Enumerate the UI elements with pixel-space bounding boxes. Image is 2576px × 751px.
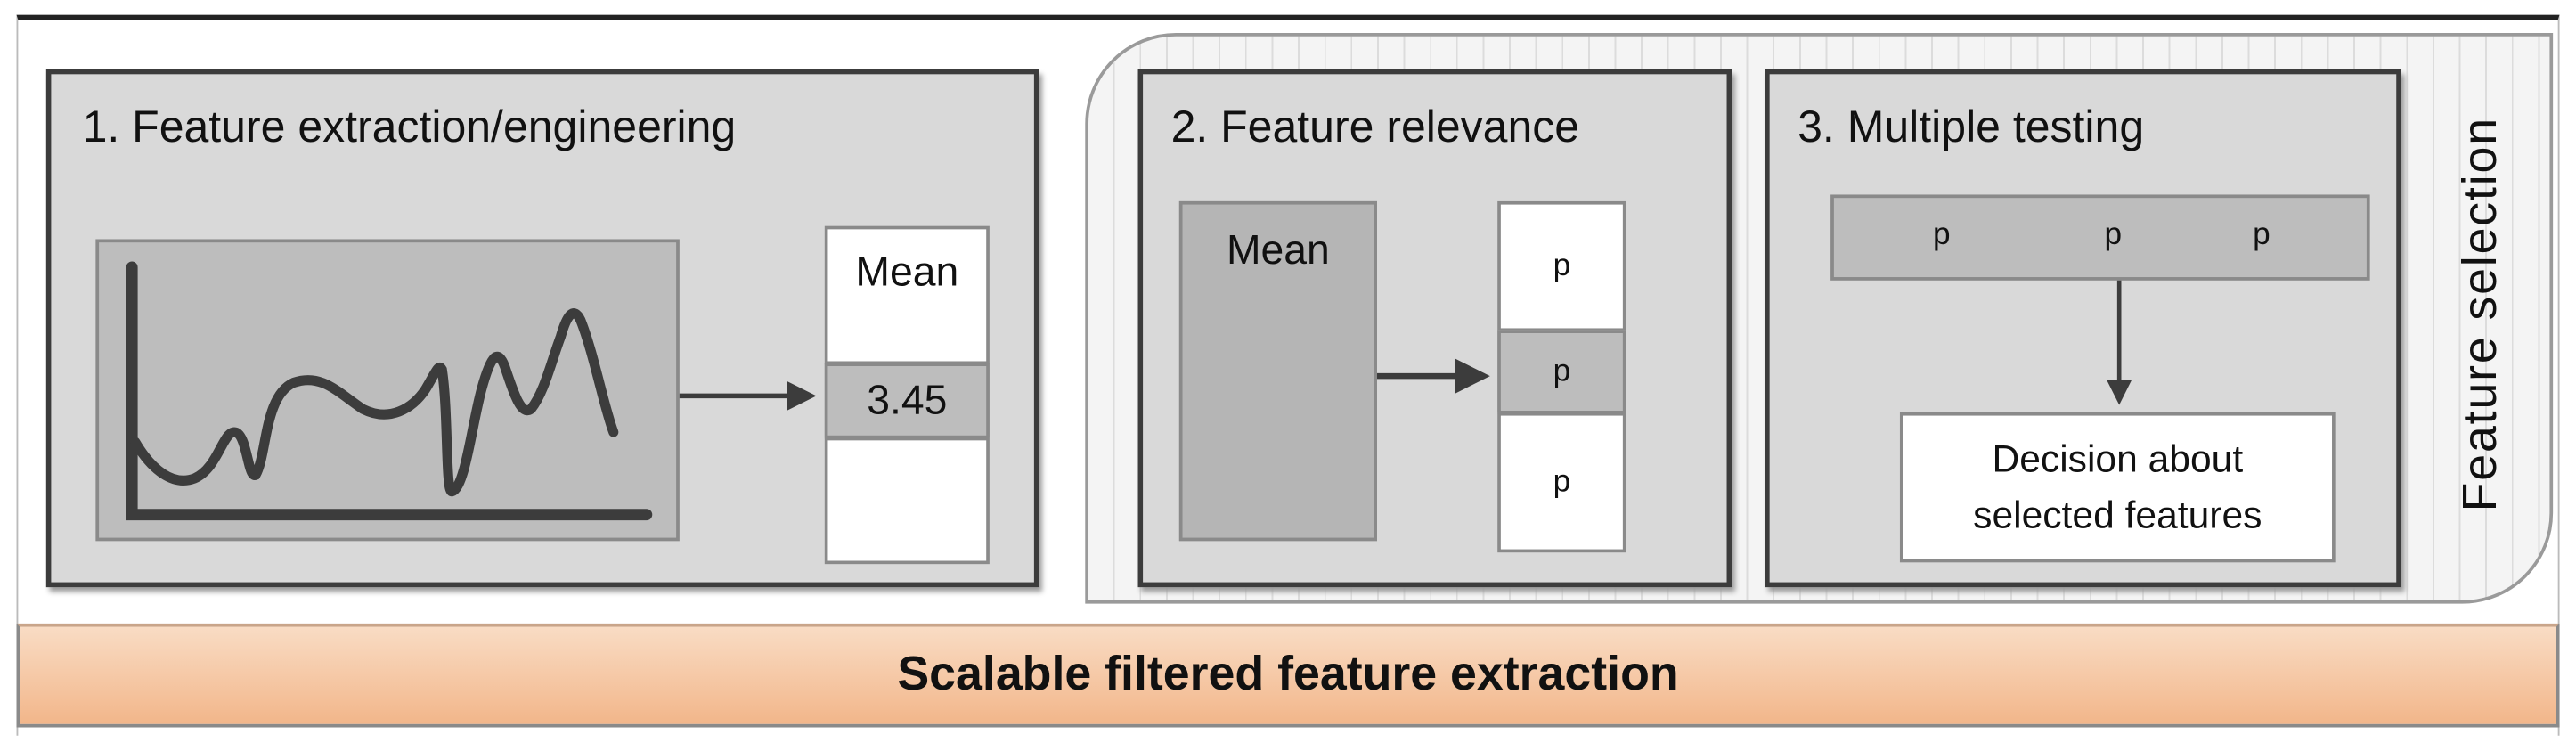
mean-header-cell: Mean <box>824 225 990 365</box>
p-value: p <box>2253 217 2270 253</box>
decision-box: Decision about selected features <box>1899 412 2336 563</box>
p-value-cell: p <box>1497 412 1626 553</box>
p-value: p <box>1932 217 1951 253</box>
outer-frame <box>16 14 2560 736</box>
step1-title: 1. Feature extraction/engineering <box>82 102 737 152</box>
time-series-panel <box>95 239 680 542</box>
empty-cell <box>824 437 990 565</box>
p-value-bar: p p p <box>1830 194 2370 281</box>
mean-value-cell: 3.45 <box>824 363 990 439</box>
p-value-cell: p <box>1497 200 1626 332</box>
bottom-bar-label: Scalable filtered feature extraction <box>897 648 1679 701</box>
mean-feature-box: Mean <box>1178 200 1378 542</box>
step3-title: 3. Multiple testing <box>1797 102 2145 152</box>
bottom-bar: Scalable filtered feature extraction <box>16 623 2560 728</box>
chart-axes <box>126 261 653 521</box>
p-value: p <box>2104 217 2123 253</box>
time-series-curve <box>130 308 619 497</box>
step2-title: 2. Feature relevance <box>1170 102 1580 152</box>
